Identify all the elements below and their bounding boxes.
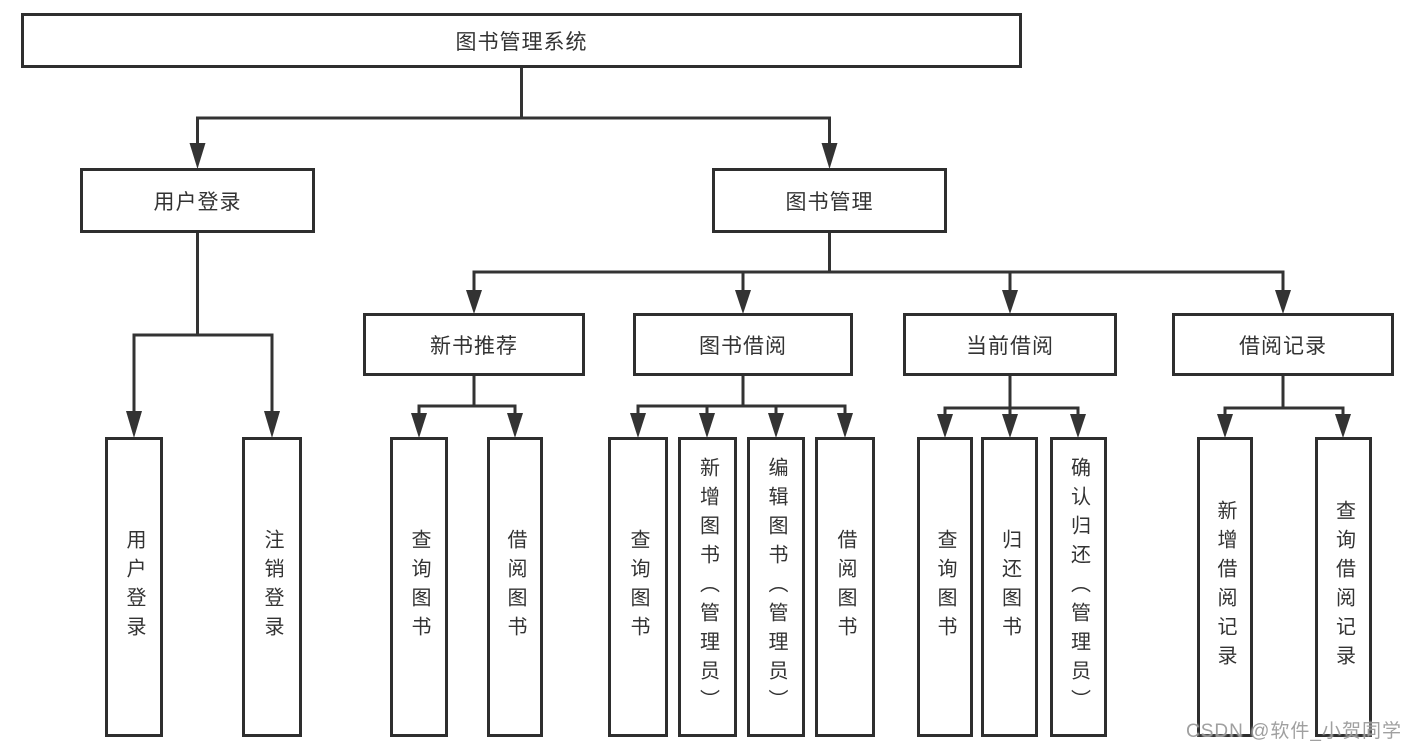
leaf-query-borrow-record: 查询借阅记录 — [1315, 437, 1372, 737]
node-label: 当前借阅 — [966, 334, 1054, 358]
leaf-query-books: 查询图书 — [917, 437, 973, 737]
leaf-logout: 注销登录 — [242, 437, 302, 737]
node-label: 注销登录 — [261, 529, 283, 645]
leaf-edit-books-admin: 编辑图书（管理员） — [747, 437, 805, 737]
leaf-return-books: 归还图书 — [981, 437, 1038, 737]
node-label: 编辑图书（管理员） — [765, 456, 787, 718]
node-label: 用户登录 — [153, 190, 242, 214]
node-label: 确认归还（管理员） — [1067, 456, 1090, 718]
node-book-management: 图书管理 — [712, 168, 947, 233]
node-label: 借阅图书 — [504, 529, 526, 645]
node-label: 查询图书 — [408, 529, 430, 645]
node-label: 新增图书（管理员） — [696, 456, 719, 718]
connector-book-management — [466, 233, 1291, 314]
node-label: 归还图书 — [998, 529, 1021, 645]
leaf-borrow-books: 借阅图书 — [487, 437, 543, 737]
node-label: 图书管理 — [785, 190, 874, 214]
connector-book-borrowing — [630, 376, 853, 438]
node-label: 新书推荐 — [430, 334, 518, 358]
node-new-book-recommend: 新书推荐 — [363, 313, 585, 376]
node-library-management-system: 图书管理系统 — [21, 13, 1022, 68]
leaf-borrow-books: 借阅图书 — [815, 437, 875, 737]
connector-root — [189, 68, 838, 169]
connector-borrow-records — [1217, 376, 1351, 438]
node-book-borrowing: 图书借阅 — [633, 313, 853, 376]
leaf-confirm-return-admin: 确认归还（管理员） — [1050, 437, 1107, 737]
node-current-borrowing: 当前借阅 — [903, 313, 1117, 376]
csdn-watermark: CSDN @软件_小贺同学 — [1186, 721, 1402, 742]
node-borrow-records: 借阅记录 — [1172, 313, 1394, 376]
node-label: 图书借阅 — [699, 334, 787, 358]
leaf-add-borrow-record: 新增借阅记录 — [1197, 437, 1253, 737]
node-label: 查询图书 — [934, 529, 956, 645]
leaf-query-books: 查询图书 — [608, 437, 668, 737]
node-label: 借阅图书 — [834, 529, 856, 645]
connector-new-books — [411, 376, 523, 438]
node-label: 用户登录 — [123, 529, 145, 645]
node-label: 新增借阅记录 — [1214, 500, 1236, 674]
connector-user-login — [126, 233, 280, 438]
node-label: 借阅记录 — [1239, 334, 1327, 358]
node-user-login: 用户登录 — [80, 168, 315, 233]
node-label: 图书管理系统 — [455, 30, 588, 54]
node-label: 查询图书 — [627, 529, 649, 645]
connector-current-borrowing — [937, 376, 1086, 438]
leaf-query-books: 查询图书 — [390, 437, 448, 737]
leaf-user-login: 用户登录 — [105, 437, 163, 737]
leaf-add-books-admin: 新增图书（管理员） — [678, 437, 737, 737]
node-label: 查询借阅记录 — [1332, 500, 1355, 674]
